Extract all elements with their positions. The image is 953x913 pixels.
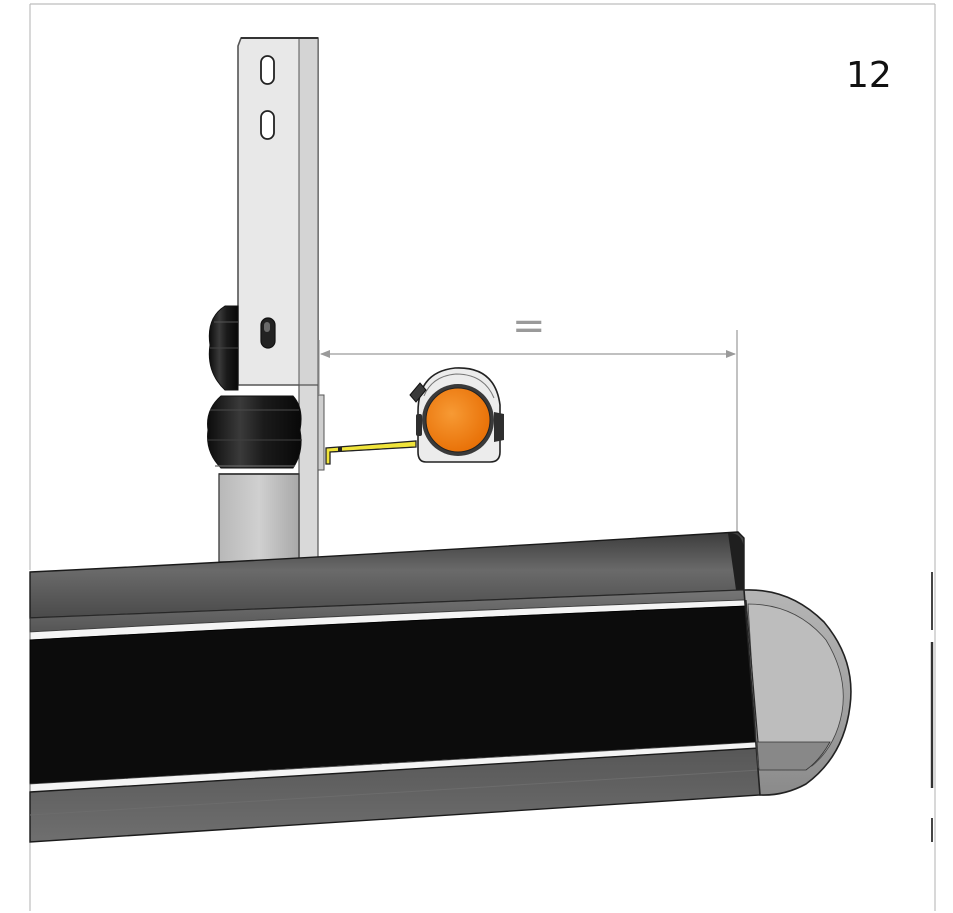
- slot-hole-lower: [260, 317, 276, 349]
- step-number: 12: [846, 55, 892, 96]
- dimension-indicator: =: [318, 303, 738, 535]
- spacer-block: [218, 473, 300, 568]
- rubber-buffer-lower: [207, 395, 302, 469]
- page-frame: [29, 3, 936, 911]
- slot-hole-upper: [260, 55, 275, 85]
- equal-distance-label: =: [512, 303, 546, 349]
- slot-hole-middle: [260, 110, 275, 140]
- tape-measure-icon: [325, 367, 504, 465]
- side-plate: [317, 394, 325, 471]
- bumper-bar: [29, 531, 852, 843]
- rubber-buffer-upper: [208, 305, 239, 391]
